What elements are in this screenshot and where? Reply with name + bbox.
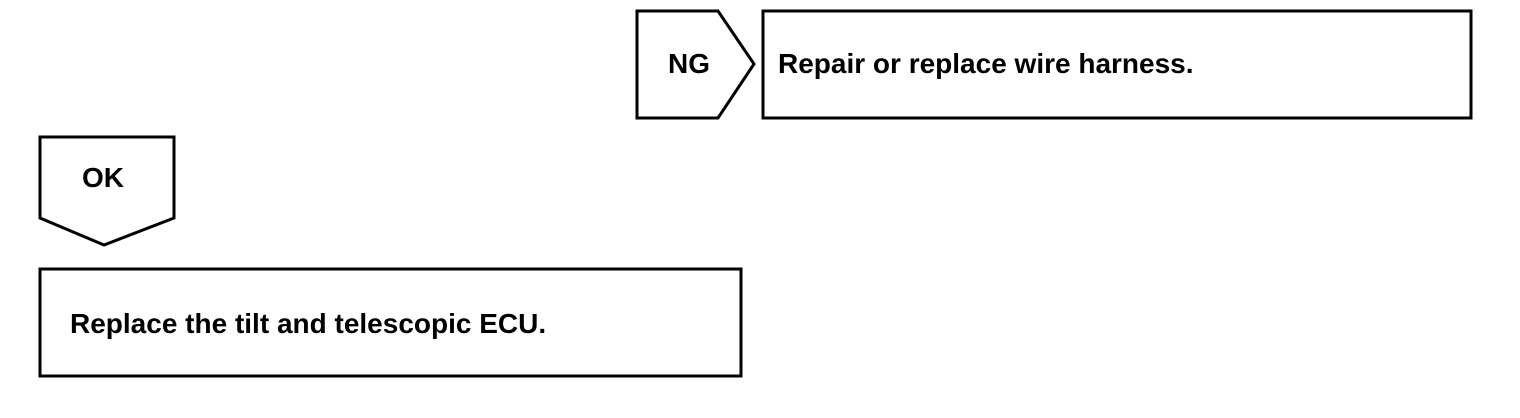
ng-action-box xyxy=(761,9,1473,120)
ng-action-text: Repair or replace wire harness. xyxy=(778,48,1194,79)
ok-action-box xyxy=(38,267,743,378)
ok-action-text: Replace the tilt and telescopic ECU. xyxy=(70,308,547,339)
ng-arrow-tag xyxy=(635,9,756,120)
ok-tag-label: OK xyxy=(82,162,124,193)
ng-tag-label: NG xyxy=(668,48,710,79)
ok-arrow-tag xyxy=(38,135,176,247)
